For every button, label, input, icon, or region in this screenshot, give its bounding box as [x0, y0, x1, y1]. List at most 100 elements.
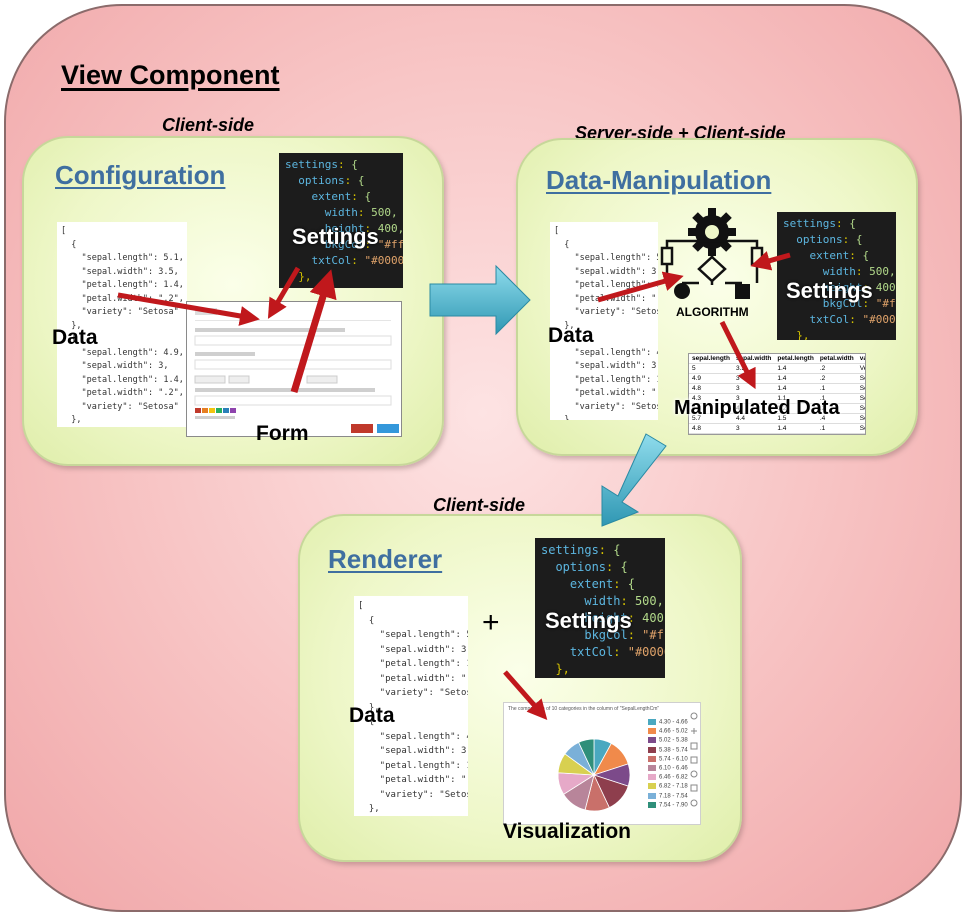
legend-item: 6.10 - 6.46	[648, 765, 688, 773]
data-manipulation-data-json: [ { "sepal.length": 5.1, "sepal.width": …	[550, 222, 658, 420]
settings-code-line: bkgCol: "#ffffff",	[324, 238, 403, 251]
legend-label: 6.82 - 7.18	[659, 783, 688, 790]
table-cell: 4.9	[689, 373, 733, 384]
data-code-line: "sepal.width": 3,	[61, 361, 169, 371]
legend-swatch	[648, 801, 656, 808]
data-code-line: [	[358, 601, 364, 611]
data-code-line: },	[358, 804, 380, 814]
table-cell: 4	[732, 403, 775, 414]
table-cell: Setosa	[856, 403, 865, 414]
settings-code-line: options: {	[796, 233, 863, 246]
chart-toolbar-icons	[690, 712, 698, 807]
table-cell: Setosa	[856, 423, 865, 434]
table-cell: .2	[816, 363, 857, 374]
visualization-label: Visualization	[503, 820, 631, 843]
flow-arrow-config-to-manipulation	[429, 264, 531, 336]
data-code-line: {	[554, 239, 570, 250]
renderer-data-label: Data	[349, 704, 395, 727]
legend-swatch	[648, 746, 656, 753]
algorithm-graphic	[652, 205, 772, 325]
configuration-form-preview	[186, 301, 402, 437]
data-code-line: },	[358, 702, 380, 713]
table-header-cell: sepal.length	[689, 354, 733, 364]
data-code-line: "variety": "Setosa"	[379, 688, 468, 698]
legend-swatch	[648, 792, 656, 799]
settings-code-line: },	[285, 270, 312, 283]
settings-to-algorithm-arrow	[750, 251, 791, 271]
legend-label: 6.10 - 6.46	[659, 765, 688, 772]
settings-code-line: options: {	[298, 174, 365, 187]
table-cell: 1.2	[774, 403, 817, 414]
data-code-line: },	[554, 320, 575, 331]
settings-code-line: width: 500,	[324, 206, 398, 219]
data-code-line: "variety": "Setosa"	[574, 401, 658, 412]
data-code-line: {	[61, 334, 77, 344]
table-cell: 3	[732, 423, 775, 434]
settings-code-line: bkgCol: "#ffffff",	[584, 628, 665, 642]
visualization-chart-title: The composition of 10 categories in the …	[508, 706, 660, 712]
configuration-data-json: [ { "sepal.length": 5.1, "sepal.width": …	[57, 222, 187, 427]
data-code-line: },	[61, 320, 82, 331]
legend-item: 6.82 - 7.18	[648, 783, 688, 791]
legend-swatch	[648, 774, 656, 781]
data-code-line: [	[554, 226, 560, 236]
flow-arrow-manipulation-to-renderer	[601, 433, 667, 527]
legend-item: 5.38 - 5.74	[648, 746, 688, 755]
configuration-settings-code: settings: { options: { extent: { width: …	[279, 153, 403, 288]
table-cell: 5.7	[689, 413, 733, 424]
legend-swatch	[648, 783, 656, 790]
table-row: 4.831.4.1Setosa	[689, 423, 865, 434]
diagram-title: View Component	[61, 60, 280, 90]
settings-to-visualization-arrow	[503, 670, 548, 721]
table-cell: 1.4	[774, 423, 817, 434]
data-to-form-arrow	[117, 292, 260, 326]
settings-code-line: },	[783, 329, 810, 340]
data-code-line: "variety": "Setosa"	[574, 307, 658, 317]
legend-label: 5.02 - 5.38	[659, 737, 688, 744]
form-preview-graphic	[194, 308, 399, 433]
settings-code-line: height: 400,	[324, 222, 403, 235]
table-header-cell: petal.width	[816, 354, 857, 364]
configuration-form-label: Form	[256, 422, 309, 445]
configuration-data-label: Data	[52, 326, 98, 349]
legend-label: 5.74 - 6.10	[659, 756, 688, 763]
gear-icon	[660, 208, 764, 299]
legend-item: 7.18 - 7.54	[648, 792, 688, 801]
renderer-settings-label: Settings	[545, 608, 632, 633]
table-cell: 5.9	[689, 433, 733, 434]
data-to-algorithm-arrow	[597, 271, 684, 303]
data-code-line: "sepal.length": 4.9,	[61, 347, 184, 358]
manipulated-data-label: Manipulated Data	[674, 397, 840, 419]
settings-code-line: txtCol: "#000000",	[569, 645, 665, 659]
data-code-line: {	[358, 615, 375, 626]
data-code-line: "variety": "Setosa"	[61, 307, 179, 317]
data-code-line: [	[61, 226, 67, 236]
settings-code-line: height: 400,	[822, 281, 896, 294]
settings-code-line: extent: {	[809, 249, 870, 262]
data-code-line: "petal.width": ".2",	[61, 293, 184, 304]
table-cell: Setosa	[856, 413, 865, 424]
data-code-line: {	[358, 717, 375, 727]
data-manipulation-settings-label: Settings	[786, 278, 873, 303]
data-code-line: {	[554, 334, 570, 344]
legend-label: 4.66 - 5.02	[659, 728, 688, 735]
data-manipulation-title: Data-Manipulation	[546, 165, 772, 195]
data-code-line: },	[554, 415, 575, 420]
table-cell: .4	[816, 413, 857, 424]
table-cell: 4.8	[689, 383, 733, 394]
visualization-preview: The composition of 10 categories in the …	[503, 702, 701, 825]
legend-item: 5.02 - 5.38	[648, 737, 688, 745]
settings-code-line: height: 400,	[584, 611, 665, 625]
legend-label: 6.46 - 6.82	[659, 774, 688, 781]
table-cell: .1	[816, 393, 857, 404]
algorithm-label: ALGORITHM	[676, 305, 749, 319]
settings-code-line: bkgCol: "#ffffff",	[822, 297, 896, 310]
data-manipulation-data-label: Data	[548, 324, 594, 347]
renderer-settings-code: settings: { options: { extent: { width: …	[535, 538, 665, 678]
legend-swatch	[648, 755, 656, 762]
table-cell: .2	[816, 373, 857, 384]
settings-code-line: settings: {	[541, 543, 621, 557]
